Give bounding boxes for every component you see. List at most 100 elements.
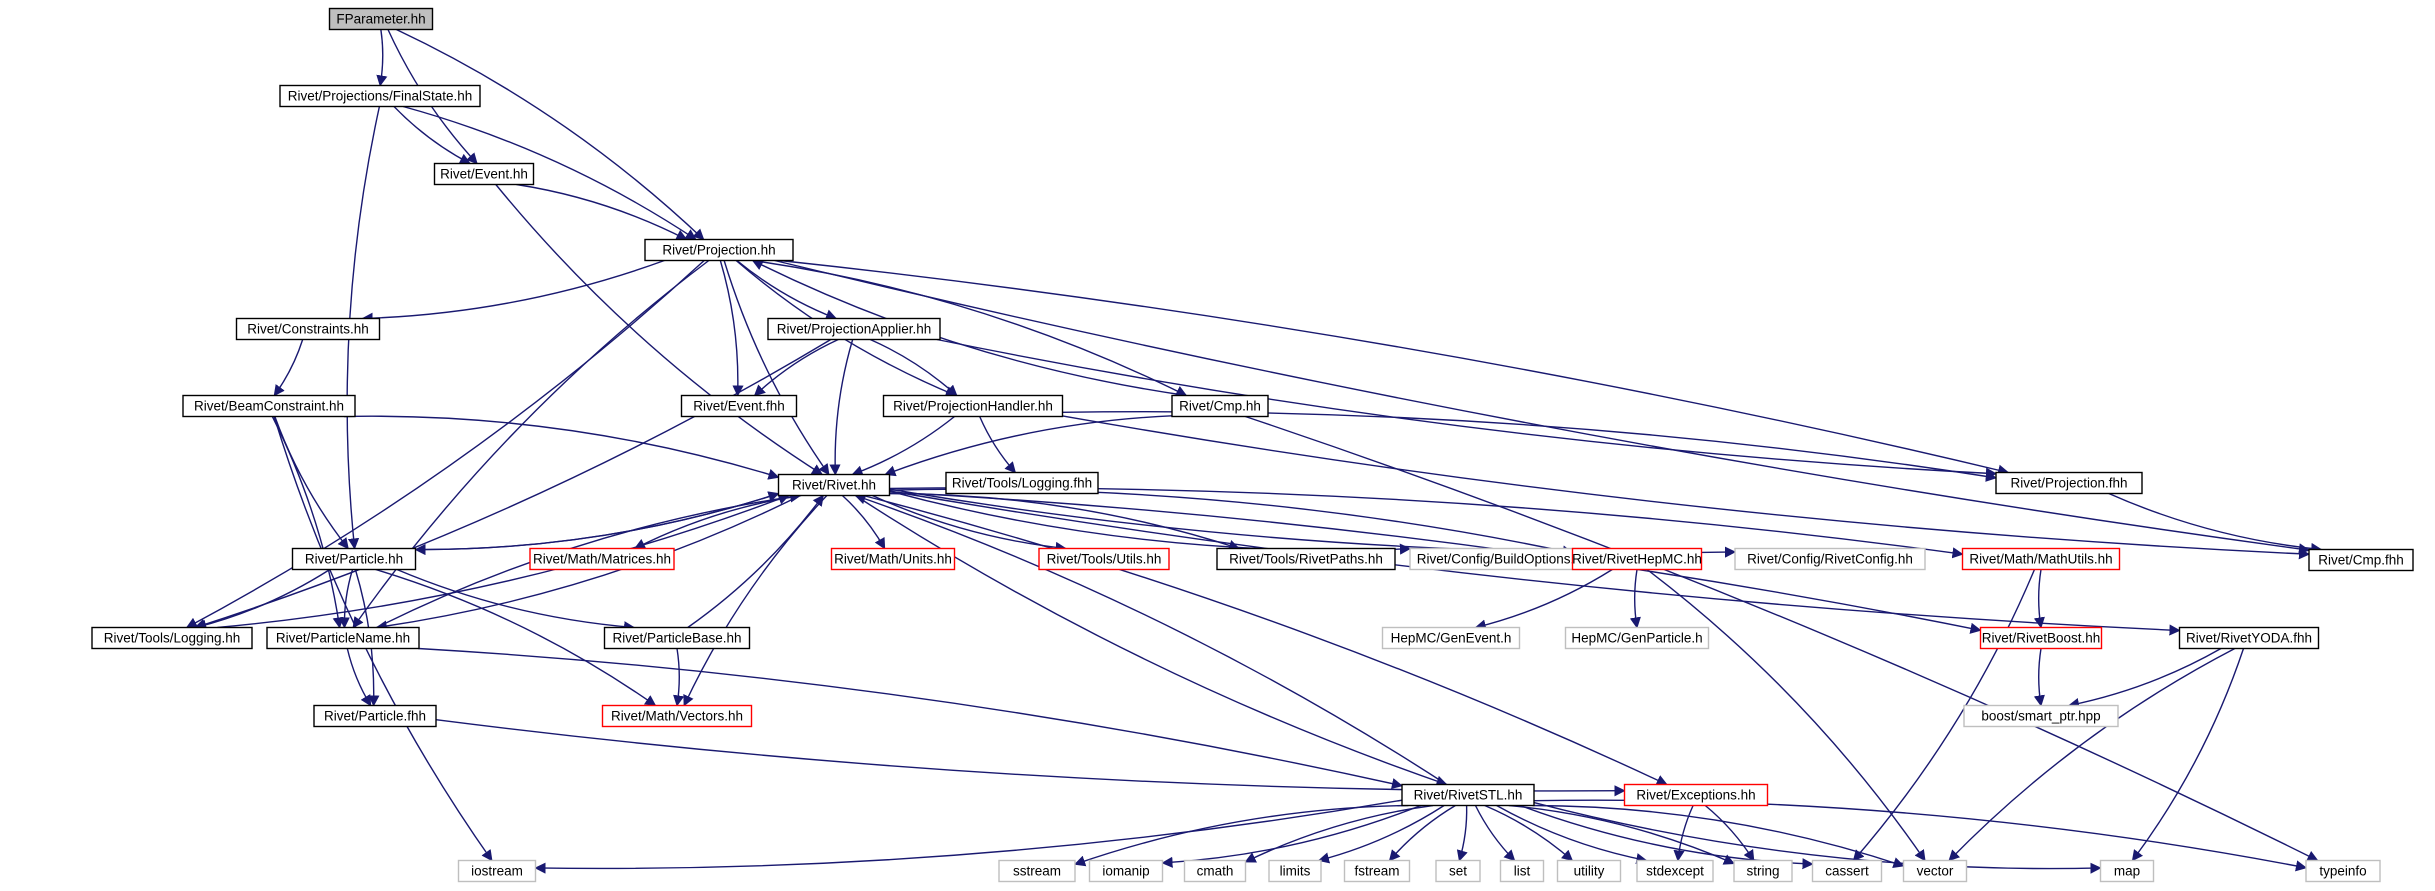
node-units[interactable]: Rivet/Math/Units.hh (830, 547, 956, 571)
node-cassert[interactable]: cassert (1811, 859, 1883, 883)
node-box (529, 547, 675, 571)
edge-event-to-projection (516, 183, 688, 241)
node-projhandler[interactable]: Rivet/ProjectionHandler.hh (882, 394, 1064, 418)
node-particlebase[interactable]: Rivet/ParticleBase.hh (603, 626, 751, 650)
node-logfhh[interactable]: Rivet/Tools/Logging.fhh (945, 471, 1099, 495)
node-box (1343, 859, 1411, 883)
edge-rivetstl-to-stdexcept (1496, 804, 1648, 865)
node-fstream[interactable]: fstream (1343, 859, 1411, 883)
node-smartptr[interactable]: boost/smart_ptr.hpp (1963, 704, 2119, 728)
edge-rivet-to-rivetconfig (889, 488, 1737, 558)
node-label: Rivet/Math/Units.hh (834, 552, 952, 567)
node-genevent[interactable]: HepMC/GenEvent.h (1381, 626, 1521, 650)
node-buildopts[interactable]: Rivet/Config/BuildOptions.hh (1409, 547, 1597, 571)
edge-fparameter-to-projection (396, 28, 705, 241)
node-string[interactable]: string (1733, 859, 1793, 883)
node-cmpfhh[interactable]: Rivet/Cmp.fhh (2308, 548, 2414, 572)
node-finalstate[interactable]: Rivet/Projections/FinalState.hh (279, 84, 481, 108)
node-label: Rivet/RivetSTL.hh (1414, 788, 1523, 803)
node-typeinfo[interactable]: typeinfo (2305, 859, 2381, 883)
node-label: sstream (1013, 864, 1061, 879)
edge-particle-to-vectors (375, 568, 657, 707)
edge-hepmc-to-vector (1646, 568, 1926, 862)
edge-projapplier-to-eventfhh (753, 338, 839, 397)
node-exceptions[interactable]: Rivet/Exceptions.hh (1623, 783, 1769, 807)
node-label: Rivet/Particle.fhh (324, 709, 426, 724)
node-cmath[interactable]: cmath (1183, 859, 1247, 883)
node-utils[interactable]: Rivet/Tools/Utils.hh (1038, 547, 1170, 571)
node-fparameter[interactable]: FParameter.hh (328, 7, 434, 31)
edge-fparameter-to-finalstate (376, 29, 388, 87)
node-box (680, 394, 798, 418)
node-rivetstl[interactable]: Rivet/RivetSTL.hh (1401, 783, 1535, 807)
edge-particle-to-particlename (338, 569, 354, 629)
node-particle[interactable]: Rivet/Particle.hh (291, 547, 417, 571)
node-box (1038, 547, 1170, 571)
edge-mathutils-to-rivetboost (2033, 569, 2045, 629)
node-label: limits (1280, 864, 1311, 879)
edge-rivet-to-vectors (683, 495, 828, 707)
node-box (1963, 704, 2119, 728)
node-label: Rivet/Config/RivetConfig.hh (1747, 552, 1913, 567)
edge-particlebase-to-rivet (687, 494, 824, 629)
node-rivetpaths[interactable]: Rivet/Tools/RivetPaths.hh (1216, 547, 1396, 571)
edge-rivet-to-rivetyoda (889, 490, 2181, 636)
edge-rivet-to-rivetboost (889, 491, 1982, 634)
edge-projection-to-logging (185, 259, 705, 629)
node-projapplier[interactable]: Rivet/ProjectionApplier.hh (767, 317, 941, 341)
node-box (1088, 859, 1164, 883)
node-mathutils[interactable]: Rivet/Math/MathUtils.hh (1961, 547, 2121, 571)
node-vector[interactable]: vector (1902, 859, 1968, 883)
node-rivet[interactable]: Rivet/Rivet.hh (777, 473, 891, 497)
node-matrices[interactable]: Rivet/Math/Matrices.hh (529, 547, 675, 571)
node-rivetconfig[interactable]: Rivet/Config/RivetConfig.hh (1734, 547, 1926, 571)
node-label: vector (1917, 864, 1954, 879)
node-event[interactable]: Rivet/Event.hh (433, 162, 535, 186)
node-stdexcept[interactable]: stdexcept (1636, 859, 1714, 883)
node-sstream[interactable]: sstream (998, 859, 1076, 883)
node-map[interactable]: map (2099, 859, 2155, 883)
node-iomanip[interactable]: iomanip (1088, 859, 1164, 883)
edge-particlebase-to-vectors (673, 648, 685, 707)
edge-logging-to-rivet (217, 493, 790, 629)
node-box (767, 317, 941, 341)
node-particlename[interactable]: Rivet/ParticleName.hh (266, 626, 420, 650)
node-projection[interactable]: Rivet/Projection.hh (644, 238, 794, 262)
node-box (1811, 859, 1883, 883)
node-limits[interactable]: limits (1268, 859, 1322, 883)
node-vectors[interactable]: Rivet/Math/Vectors.hh (601, 704, 753, 728)
node-label: string (1746, 864, 1779, 879)
node-label: fstream (1354, 864, 1399, 879)
node-box (1183, 859, 1247, 883)
node-projfhh[interactable]: Rivet/Projection.fhh (1995, 471, 2143, 495)
edge-projfhh-to-cmpfhh (2108, 492, 2323, 555)
edge-projhandler-to-logfhh (979, 416, 1017, 474)
node-set[interactable]: set (1435, 859, 1481, 883)
node-eventfhh[interactable]: Rivet/Event.fhh (680, 394, 798, 418)
node-box (2099, 859, 2155, 883)
node-genparticle[interactable]: HepMC/GenParticle.h (1564, 626, 1710, 650)
node-box (1268, 859, 1322, 883)
node-particlefhh[interactable]: Rivet/Particle.fhh (313, 704, 437, 728)
node-utility[interactable]: utility (1556, 859, 1622, 883)
node-label: iostream (471, 864, 523, 879)
node-beamconstraint[interactable]: Rivet/BeamConstraint.hh (182, 394, 356, 418)
node-iostream[interactable]: iostream (457, 859, 537, 883)
edge-projapplier-to-projhandler (869, 338, 958, 397)
edge-rivetstl-to-iostream (534, 799, 1403, 874)
node-cmp[interactable]: Rivet/Cmp.hh (1171, 394, 1269, 418)
node-box (1979, 626, 2103, 650)
node-list[interactable]: list (1499, 859, 1545, 883)
node-label: cmath (1197, 864, 1234, 879)
node-rivetyoda[interactable]: Rivet/RivetYODA.fhh (2178, 626, 2320, 650)
edge-particlefhh-to-exceptions (435, 718, 1626, 797)
node-logging[interactable]: Rivet/Tools/Logging.hh (91, 626, 253, 650)
node-constraints[interactable]: Rivet/Constraints.hh (235, 317, 381, 341)
edge-beamconstraint-to-rivet (344, 415, 780, 480)
node-hepmc[interactable]: Rivet/RivetHepMC.hh (1571, 547, 1703, 571)
edge-projapplier-to-projfhh (936, 338, 1998, 479)
node-rivetboost[interactable]: Rivet/RivetBoost.hh (1979, 626, 2103, 650)
node-box (1499, 859, 1545, 883)
node-label: FParameter.hh (336, 12, 425, 27)
node-box (1636, 859, 1714, 883)
